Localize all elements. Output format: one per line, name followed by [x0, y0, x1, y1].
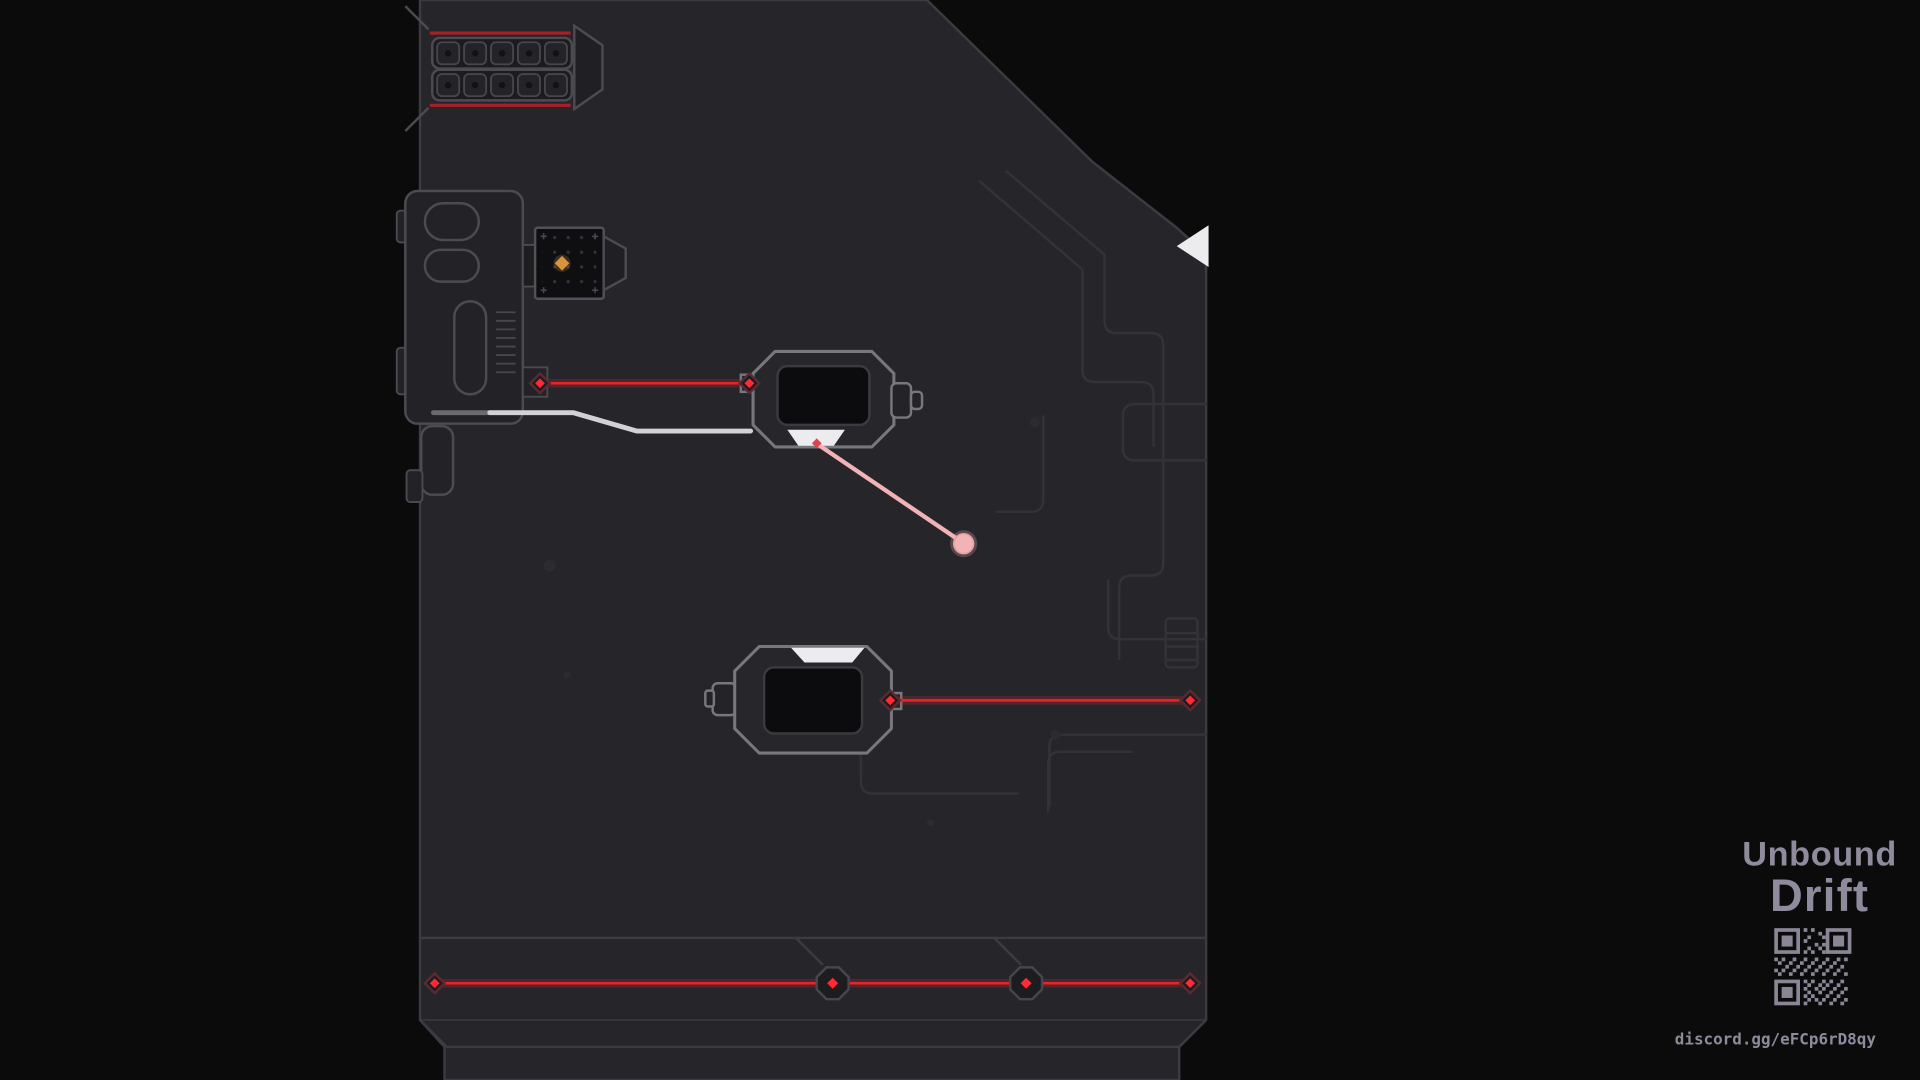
- qr-finder-top-left: [1774, 928, 1800, 954]
- qr-code: [1774, 928, 1852, 1006]
- qr-finder-top-right: [1825, 928, 1852, 954]
- engine-vents: [495, 311, 516, 374]
- wall-connector-ribbed: [1164, 617, 1199, 669]
- pod-white-hatch: [791, 647, 865, 663]
- laser-engine-to-pod: [528, 372, 761, 395]
- engine-body: [404, 189, 525, 425]
- logo-line-1: Unbound: [1742, 836, 1897, 874]
- engine-tube-2: [423, 248, 481, 283]
- qr-finder-bottom-left: [1774, 979, 1800, 1006]
- pod-thruster: [711, 682, 738, 717]
- aim-anchor-diamond: [811, 438, 822, 449]
- panel-bracket: [602, 234, 627, 293]
- engine-assembly: [395, 189, 754, 503]
- floor-bevel: [419, 1019, 1207, 1049]
- floor-spots: [543, 417, 1061, 827]
- walkway-pipe-light: [487, 410, 754, 434]
- escape-pod-top: [739, 349, 924, 449]
- laser-pod-to-wall: [879, 689, 1202, 712]
- discord-link: discord.gg/eFCp6rD8qy: [1675, 1029, 1877, 1048]
- laser-node-housing: [815, 966, 850, 1001]
- pod-window: [762, 666, 864, 735]
- aim-indicator: [811, 438, 978, 558]
- engine-tube-1: [423, 202, 481, 242]
- pod-white-hatch: [787, 429, 845, 446]
- terrain-body: [418, 0, 1208, 1080]
- gate-cell-block: [404, 5, 604, 132]
- floor-diagonal-accents: [795, 937, 1023, 966]
- pod-thruster: [890, 382, 913, 419]
- branding-block: Unbound Drift discord.gg/eFCp6rD8qy: [1675, 836, 1897, 1049]
- gate-bracket: [573, 23, 604, 112]
- level-terrain: [418, 0, 1209, 1080]
- background-pipe-decor: [859, 170, 1208, 812]
- pod-window: [776, 364, 871, 427]
- orange-core-diamond: [554, 255, 570, 271]
- engine-foot: [420, 424, 455, 496]
- wall-white-notch: [1176, 225, 1209, 267]
- logo-line-2: Drift: [1770, 870, 1869, 921]
- player-orb[interactable]: [952, 532, 975, 555]
- engine-capsule: [453, 300, 488, 396]
- laser-floor: [423, 966, 1202, 1001]
- laser-node-housing: [1008, 966, 1044, 1001]
- aim-line: [815, 442, 965, 545]
